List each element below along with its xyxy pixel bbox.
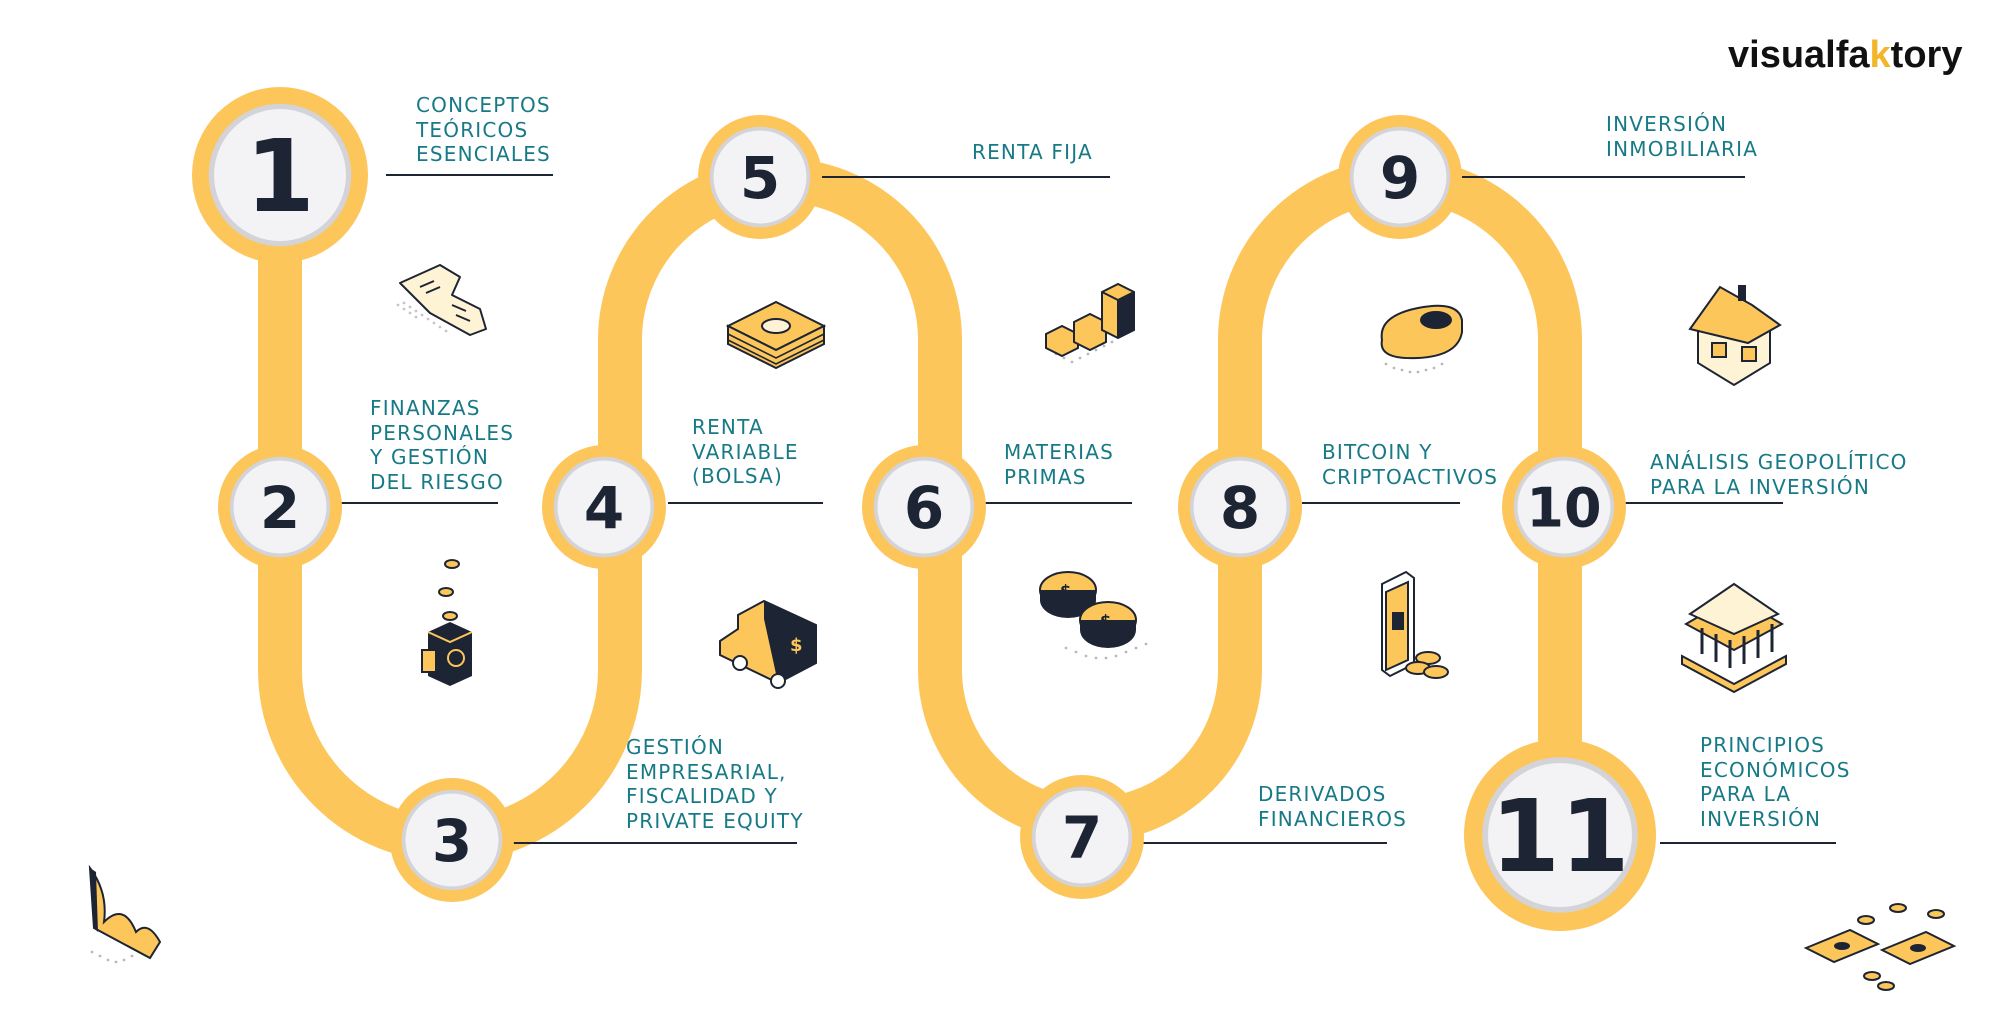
step-label-line: PERSONALES bbox=[370, 420, 515, 445]
step-node-5: 5 bbox=[698, 115, 822, 239]
step-label-line: EMPRESARIAL, bbox=[626, 759, 787, 784]
node-disc-3 bbox=[401, 789, 503, 891]
svg-text:$: $ bbox=[1060, 581, 1071, 600]
step-label-line: TEÓRICOS bbox=[416, 117, 529, 142]
step-label-line: GESTIÓN bbox=[626, 735, 725, 759]
house-icon bbox=[1688, 285, 1782, 387]
coins-stack-icon: $ $ bbox=[1039, 571, 1148, 660]
node-disc-9 bbox=[1349, 126, 1451, 228]
step-label-line: CRIPTOACTIVOS bbox=[1322, 464, 1499, 489]
step-number-5: 5 bbox=[740, 144, 780, 212]
step-number-6: 6 bbox=[904, 474, 944, 542]
step-node-10: 10 bbox=[1502, 445, 1626, 569]
step-number-9: 9 bbox=[1380, 144, 1420, 212]
node-disc-8 bbox=[1189, 456, 1291, 558]
step-label-line: (BOLSA) bbox=[692, 464, 784, 488]
step-node-3: 3 bbox=[390, 778, 514, 902]
step-number-1: 1 bbox=[245, 118, 315, 235]
svg-text:$: $ bbox=[1100, 611, 1111, 630]
cards-coins-icon bbox=[1803, 903, 1957, 991]
brand-suffix: tory bbox=[1890, 34, 1963, 76]
step-label-line: PARA LA INVERSIÓN bbox=[1650, 474, 1870, 499]
node-disc-5 bbox=[709, 126, 811, 228]
node-disc-7 bbox=[1031, 786, 1133, 888]
step-number-7: 7 bbox=[1062, 804, 1102, 872]
step-label-line: INMOBILIARIA bbox=[1606, 136, 1759, 161]
step-label-line: DERIVADOS bbox=[1258, 782, 1387, 806]
brand-logo: visualfaktory bbox=[1728, 34, 1962, 77]
step-label-line: CONCEPTOS bbox=[416, 93, 551, 117]
step-label-line: INVERSIÓN bbox=[1606, 112, 1728, 136]
step-label-line: VARIABLE bbox=[692, 439, 799, 464]
receipt-icon bbox=[396, 264, 487, 336]
phone-coins-icon bbox=[1381, 570, 1449, 679]
step-label-line: FISCALIDAD Y bbox=[626, 784, 778, 808]
node-disc-2 bbox=[229, 456, 331, 558]
step-node-2: 2 bbox=[218, 445, 342, 569]
step-label-line: FINANZAS bbox=[370, 396, 481, 420]
label-connectors bbox=[338, 174, 1836, 844]
step-label-line: ECONÓMICOS bbox=[1700, 757, 1851, 782]
brand-highlight: k bbox=[1869, 34, 1891, 76]
step-node-4: 4 bbox=[542, 445, 666, 569]
step-number-3: 3 bbox=[432, 807, 472, 875]
bank-building-icon bbox=[1681, 582, 1787, 694]
step-number-4: 4 bbox=[584, 474, 624, 542]
wave-sculpture-icon bbox=[88, 864, 162, 964]
step-node-7: 7 bbox=[1020, 775, 1144, 899]
step-node-6: 6 bbox=[862, 445, 986, 569]
step-label-line: INVERSIÓN bbox=[1700, 806, 1822, 831]
node-disc-11 bbox=[1482, 757, 1638, 913]
step-number-8: 8 bbox=[1220, 474, 1260, 542]
step-number-10: 10 bbox=[1526, 476, 1601, 539]
step-label-line: PRIMAS bbox=[1004, 464, 1087, 489]
money-stack-icon bbox=[725, 300, 827, 370]
step-number-2: 2 bbox=[260, 474, 300, 542]
step-label-5: RENTA FIJA bbox=[972, 140, 1093, 165]
step-node-8: 8 bbox=[1178, 445, 1302, 569]
step-label-line: PRINCIPIOS bbox=[1700, 733, 1826, 757]
step-label-line: RENTA bbox=[692, 415, 764, 439]
node-disc-4 bbox=[553, 456, 655, 558]
winding-track bbox=[258, 153, 1582, 862]
step-nodes: 1 2 3 4 5 6 7 8 9 10 11 bbox=[192, 87, 1656, 931]
bar-chart-icon bbox=[1045, 282, 1135, 364]
step-label-line: PRIVATE EQUITY bbox=[626, 808, 804, 833]
step-label-line: PARA LA bbox=[1700, 782, 1792, 806]
delivery-van-icon: $ bbox=[719, 599, 817, 689]
step-label-line: DEL RIESGO bbox=[370, 469, 504, 494]
brand-prefix: visualfa bbox=[1728, 34, 1870, 76]
node-disc-10 bbox=[1513, 456, 1615, 558]
step-label-line: RENTA FIJA bbox=[972, 140, 1093, 164]
step-number-11: 11 bbox=[1490, 778, 1629, 895]
node-disc-6 bbox=[873, 456, 975, 558]
step-label-line: MATERIAS bbox=[1004, 440, 1115, 464]
svg-text:$: $ bbox=[790, 635, 803, 656]
step-label-line: BITCOIN Y bbox=[1322, 440, 1433, 464]
step-label-line: ANÁLISIS GEOPOLÍTICO bbox=[1650, 450, 1908, 474]
coin-toggle-icon bbox=[1380, 304, 1463, 374]
step-label-line: ESENCIALES bbox=[416, 142, 551, 166]
node-disc-1 bbox=[208, 103, 352, 247]
step-node-9: 9 bbox=[1338, 115, 1462, 239]
step-label-line: FINANCIEROS bbox=[1258, 806, 1408, 831]
step-node-1: 1 bbox=[192, 87, 368, 263]
coin-jar-icon bbox=[421, 559, 473, 686]
step-node-11: 11 bbox=[1464, 739, 1656, 931]
step-label-line: Y GESTIÓN bbox=[370, 445, 490, 469]
